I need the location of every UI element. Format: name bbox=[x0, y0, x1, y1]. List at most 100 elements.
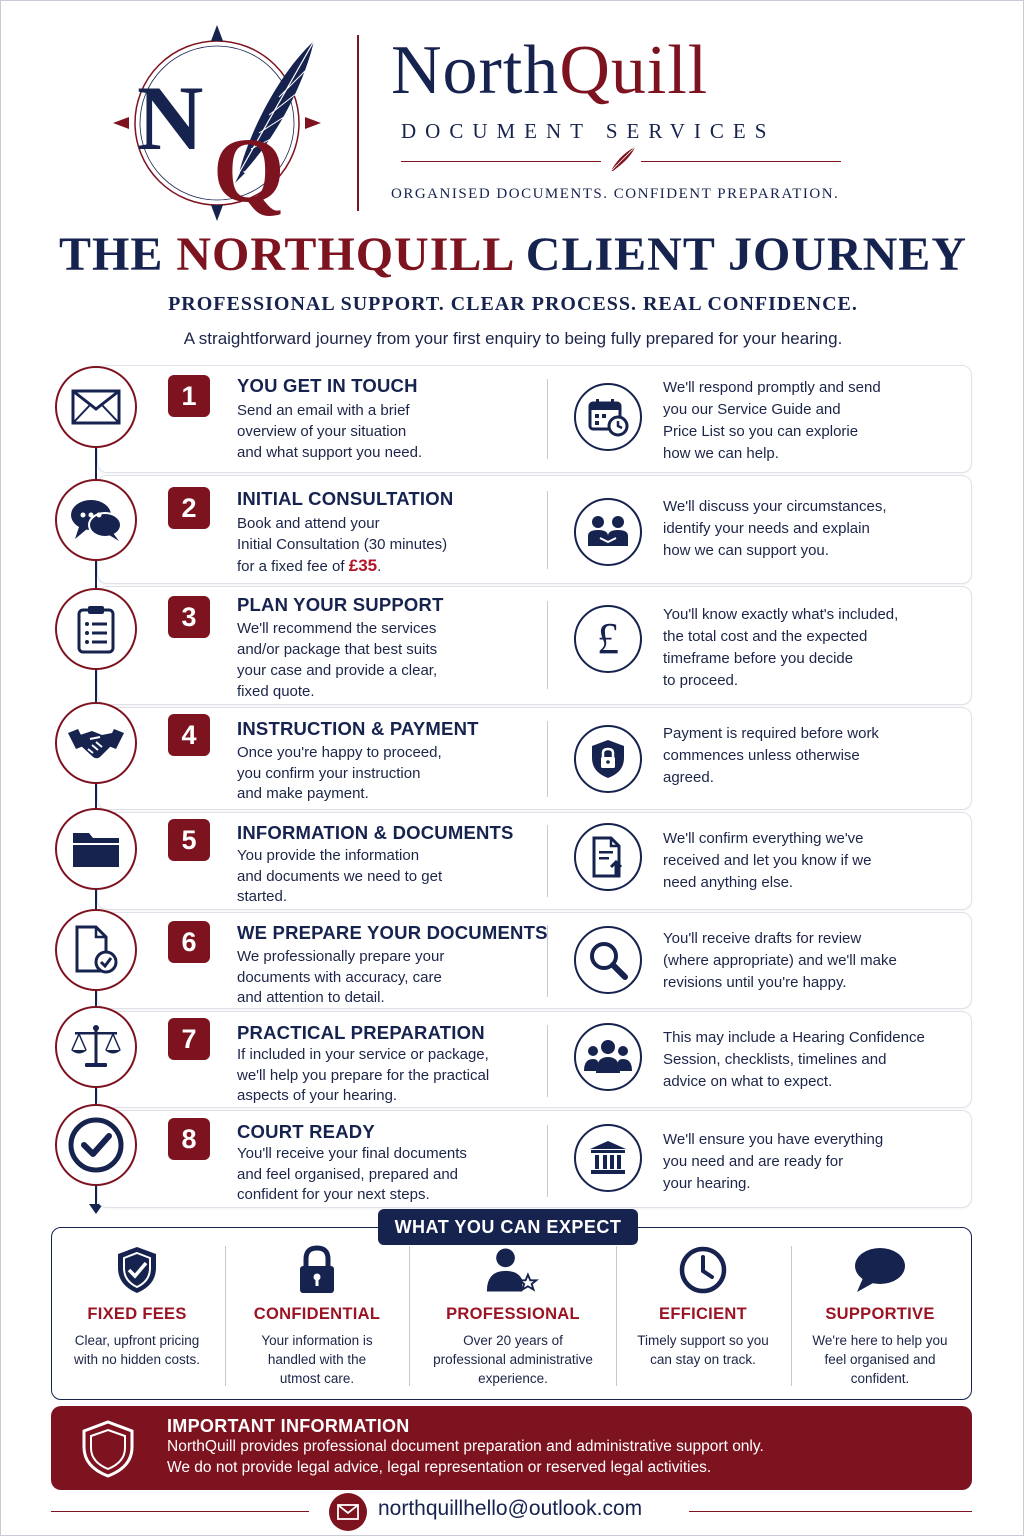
step-divider bbox=[547, 601, 548, 689]
footer-rule-left bbox=[51, 1511, 309, 1512]
step-divider bbox=[547, 825, 548, 897]
expect-item-fixed-fees: FIXED FEES Clear, upfront pricing with n… bbox=[61, 1245, 213, 1395]
step-result-5: We'll confirm everything we've received … bbox=[663, 828, 953, 894]
step-result-line: received and let you know if we bbox=[663, 852, 872, 869]
step-result-line: advice on what to expect. bbox=[663, 1073, 833, 1090]
expect-desc-line: feel organised and bbox=[824, 1352, 936, 1367]
step-result-6: You'll receive drafts for review (where … bbox=[663, 928, 953, 994]
contact-email-link[interactable]: northquillhello@outlook.com bbox=[378, 1497, 643, 1520]
step-desc-line: documents with accuracy, care bbox=[237, 968, 442, 986]
brand-name-quill: Quill bbox=[559, 32, 709, 109]
step-result-line: revisions until you're happy. bbox=[663, 974, 847, 991]
calendar-clock-icon bbox=[574, 383, 642, 451]
step-result-line: you need and are ready for bbox=[663, 1153, 844, 1170]
step-desc-line: fixed quote. bbox=[237, 683, 315, 700]
step-result-line: We'll confirm everything we've bbox=[663, 830, 864, 847]
expect-divider bbox=[616, 1246, 617, 1386]
step-desc-line: and/or package that best suits bbox=[237, 641, 438, 658]
expect-item-supportive: SUPPORTIVE We're here to help you feel o… bbox=[797, 1245, 963, 1395]
expect-desc: Over 20 years of professional administra… bbox=[415, 1331, 611, 1388]
step-desc-line: for a fixed fee of £35. bbox=[237, 555, 547, 577]
step-result-line: We'll discuss your circumstances, bbox=[663, 498, 887, 515]
pound-glyph: £ bbox=[597, 614, 619, 663]
group-people-icon bbox=[574, 1023, 642, 1091]
step-divider bbox=[547, 925, 548, 997]
magnifier-icon bbox=[574, 926, 642, 994]
step-desc-line: Once you're happy to proceed, bbox=[237, 744, 442, 761]
expect-desc-line: utmost care. bbox=[279, 1371, 355, 1386]
brand-name: NorthQuill bbox=[391, 31, 708, 111]
important-info-line: NorthQuill provides professional documen… bbox=[167, 1438, 764, 1455]
step-desc-line: confident for your next steps. bbox=[237, 1186, 430, 1203]
step-card-7 bbox=[97, 1011, 972, 1108]
expect-desc-line: can stay on track. bbox=[650, 1352, 756, 1367]
expect-desc: We're here to help you feel organised an… bbox=[797, 1331, 963, 1388]
expect-desc-line: Clear, upfront pricing bbox=[74, 1333, 200, 1348]
step-result-4: Payment is required before work commence… bbox=[663, 723, 953, 789]
step-number-8: 8 bbox=[168, 1118, 210, 1160]
footer-rule-right bbox=[689, 1511, 972, 1512]
expect-divider bbox=[225, 1246, 226, 1386]
step-desc-line: Send an email with a brief bbox=[237, 402, 410, 419]
step-desc-line: and attention to detail. bbox=[237, 989, 385, 1006]
page-title: THE NORTHQUILL CLIENT JOURNEY bbox=[1, 227, 1023, 282]
svg-text:Q: Q bbox=[213, 119, 285, 221]
step-result-line: You'll know exactly what's included, bbox=[663, 606, 899, 623]
step-title-4: INSTRUCTION & PAYMENT bbox=[237, 718, 479, 739]
expect-desc-line: handled with the bbox=[267, 1352, 367, 1367]
step-desc-line: and documents we need to get bbox=[237, 867, 443, 885]
step-number-1: 1 bbox=[168, 375, 210, 417]
title-client-journey: CLIENT JOURNEY bbox=[512, 228, 967, 281]
folder-icon bbox=[55, 808, 137, 890]
step-desc-line: You'll receive your final documents bbox=[237, 1145, 467, 1162]
step-result-1: We'll respond promptly and send you our … bbox=[663, 377, 953, 465]
step-desc-5: You provide the information and document… bbox=[237, 846, 537, 908]
pound-sign-icon: £ bbox=[574, 605, 642, 673]
fee-suffix: . bbox=[377, 558, 382, 575]
step-card-6 bbox=[97, 912, 972, 1009]
expect-divider bbox=[409, 1246, 410, 1386]
handshake-icon bbox=[55, 702, 137, 784]
expect-title: FIXED FEES bbox=[87, 1305, 187, 1323]
step-result-line: identify your needs and explain bbox=[663, 520, 870, 537]
step-result-8: We'll ensure you have everything you nee… bbox=[663, 1129, 953, 1195]
step-divider bbox=[547, 1125, 548, 1197]
document-check-icon bbox=[55, 909, 137, 991]
step-desc-3: We'll recommend the services and/or pack… bbox=[237, 618, 537, 702]
brand-rule-right bbox=[641, 161, 841, 162]
step-result-2: We'll discuss your circumstances, identi… bbox=[663, 496, 953, 562]
step-result-7: This may include a Hearing Confidence Se… bbox=[663, 1027, 953, 1093]
timeline-line bbox=[95, 381, 97, 1206]
person-star-icon bbox=[485, 1245, 541, 1295]
expect-desc-line: Timely support so you bbox=[637, 1333, 769, 1348]
step-number-2: 2 bbox=[168, 487, 210, 529]
step-result-line: how we can help. bbox=[663, 445, 779, 462]
feather-icon bbox=[610, 146, 636, 172]
step-result-line: how we can support you. bbox=[663, 542, 829, 559]
step-result-line: (where appropriate) and we'll make bbox=[663, 952, 897, 969]
step-desc-8: You'll receive your final documents and … bbox=[237, 1144, 537, 1206]
step-title-1: YOU GET IN TOUCH bbox=[237, 375, 418, 396]
shield-lock-icon bbox=[574, 725, 642, 793]
expect-desc: Clear, upfront pricing with no hidden co… bbox=[61, 1331, 213, 1369]
expect-item-professional: PROFESSIONAL Over 20 years of profession… bbox=[415, 1245, 611, 1395]
step-result-line: the total cost and the expected bbox=[663, 628, 868, 645]
shield-check-icon bbox=[109, 1245, 165, 1295]
step-desc-6: We professionally prepare your documents… bbox=[237, 947, 537, 1009]
step-desc-line: Initial Consultation (30 minutes) bbox=[237, 536, 448, 553]
step-result-line: to proceed. bbox=[663, 672, 739, 689]
brand-subtitle: DOCUMENT SERVICES bbox=[401, 119, 776, 143]
step-result-line: We'll ensure you have everything bbox=[663, 1131, 884, 1148]
brand-name-north: North bbox=[391, 32, 560, 109]
logo-letters: N bbox=[137, 67, 203, 169]
step-desc-line: your case and provide a clear, bbox=[237, 662, 438, 679]
step-divider bbox=[547, 1025, 548, 1097]
expect-title: CONFIDENTIAL bbox=[253, 1305, 381, 1323]
step-title-3: PLAN YOUR SUPPORT bbox=[237, 594, 444, 615]
important-info-line: We do not provide legal advice, legal re… bbox=[167, 1459, 712, 1476]
mail-icon[interactable] bbox=[329, 1493, 367, 1531]
expect-item-efficient: EFFICIENT Timely support so you can stay… bbox=[623, 1245, 783, 1395]
expect-title: SUPPORTIVE bbox=[825, 1305, 935, 1323]
header-divider bbox=[357, 35, 359, 211]
